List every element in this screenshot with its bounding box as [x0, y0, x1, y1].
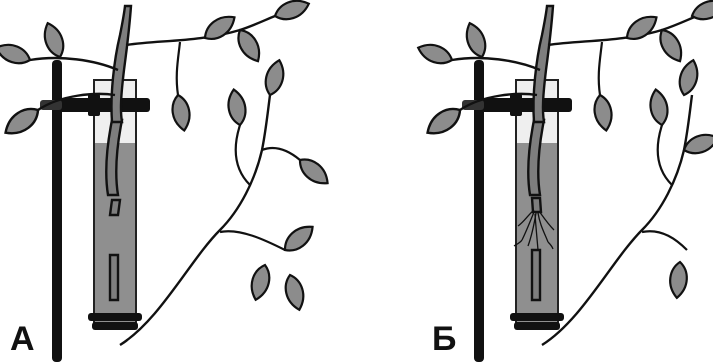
leaf-icon	[462, 20, 490, 59]
leaf-icon	[0, 40, 33, 68]
leaf-icon	[200, 11, 239, 45]
leaf-icon	[262, 58, 287, 97]
panel-label-a: А	[10, 320, 35, 358]
leaf-icon	[669, 261, 689, 298]
leaf-icon	[648, 88, 671, 126]
leaf-icon	[295, 154, 333, 190]
leaf-icon	[676, 58, 701, 97]
leaf-icon	[272, 0, 311, 24]
leaf-icon	[40, 20, 68, 59]
panel-label-b: Б	[432, 320, 456, 358]
panel-b: Б	[415, 0, 713, 362]
leaf-icon	[170, 94, 193, 132]
leaf-icon	[282, 273, 307, 312]
leaf-icon	[226, 88, 249, 126]
leaf-icon	[415, 40, 454, 68]
leaf-icon	[422, 103, 465, 141]
leaf-icon	[248, 263, 273, 302]
leaf-icon	[592, 94, 615, 132]
leaf-icon	[0, 103, 43, 141]
leaf-icon	[280, 221, 318, 257]
panel-a: А	[0, 0, 333, 362]
leaf-icon	[689, 0, 713, 24]
leaf-icon	[622, 11, 661, 45]
